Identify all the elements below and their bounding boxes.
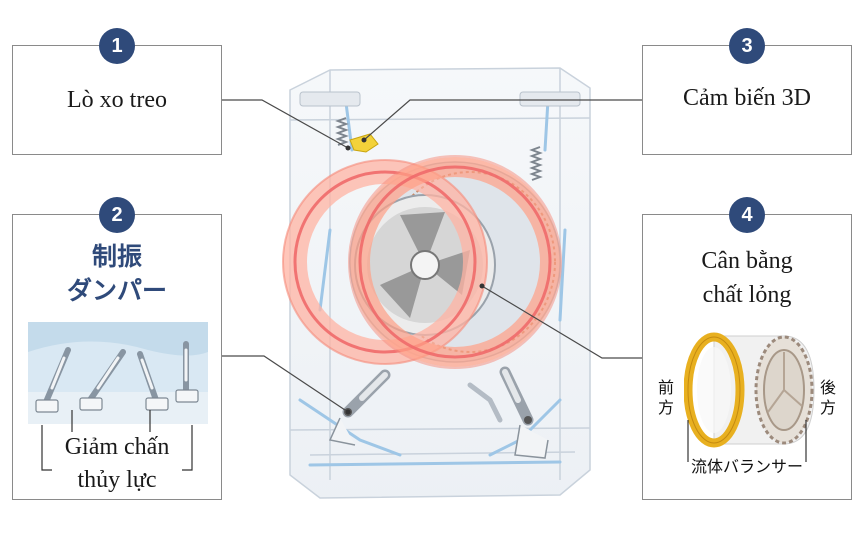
callout-jp-label-line1: 制振 [91,242,142,271]
callout-label-balancer-line2: chất lỏng [702,282,792,308]
damper-mount-center [467,382,503,423]
leader-line-2 [222,355,349,413]
callout-label-3d-sensor: Cảm biến 3D [683,85,811,111]
fluid-balancer-image [684,332,815,448]
callout-label-suspension-spring: Lò xo treo [67,87,167,113]
callout-label-balancer-line1: Cân bằng [701,248,793,274]
drum-ring-front [282,159,488,365]
drum-ring-back [348,155,562,369]
leader-line-3 [363,99,642,141]
balancer-back-label-line1: 後 [820,378,837,397]
balancer-front-label-line1: 前 [658,378,675,397]
balancer-front-label-line2: 方 [658,398,675,417]
callout-number-1: 1 [99,28,135,64]
callout-label-damper-line1: Giảm chấn [64,434,170,460]
callout-number-2: 2 [99,197,135,233]
suspension-spring-left [335,117,349,146]
callout-number-3: 3 [729,28,765,64]
top-rails [299,91,581,107]
damper-right [499,366,549,459]
leader-line-4 [481,285,642,359]
balancer-caption: 流体バランサー [690,457,803,476]
callout-number-4: 4 [729,197,765,233]
callout-label-damper-line2: thủy lực [77,467,157,493]
callout-jp-label-line2: ダンパー [66,276,167,305]
suspension-spring-right [529,146,543,181]
3d-sensor [349,133,379,153]
damper-detail-image [28,322,208,424]
balancer-back-label-line2: 方 [820,398,837,417]
leader-line-1 [222,99,349,149]
